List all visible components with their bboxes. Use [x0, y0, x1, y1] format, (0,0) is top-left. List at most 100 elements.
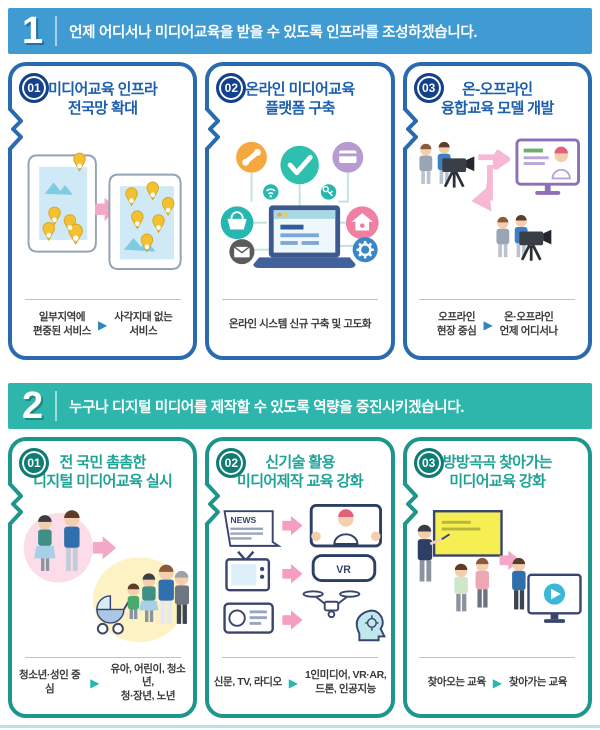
caption-arrow-icon: ▶	[90, 676, 100, 690]
section-2-cards: 01 전 국민 촘촘한 디지털 미디어교육 실시	[7, 437, 592, 718]
drone-icon	[302, 590, 361, 619]
credit-card-icon	[332, 142, 364, 174]
card-notch	[401, 106, 418, 152]
card-outreach-education: 03 방방곡곡 찾아가는 미디어교육 강화	[401, 437, 592, 718]
section-1-header: 1 언제 어디서나 미디어교육을 받을 수 있도록 인프라를 조성하겠습니다.	[8, 8, 592, 54]
young-woman-icon	[139, 573, 159, 623]
maps-illustration	[12, 118, 193, 299]
pink-circle-bg	[23, 513, 94, 583]
laptop-icon	[253, 205, 356, 269]
section-1-cards: 01 미디어교육 인프라 전국망 확대	[7, 62, 592, 360]
radio-icon	[223, 602, 275, 635]
caption-before: 신문, TV, 라디오	[213, 676, 282, 689]
monitor-icon	[515, 138, 580, 196]
card-title: 신기술 활용 미디어제작 교육 강화	[237, 454, 364, 491]
section-2-header: 2 누구나 디지털 미디어를 제작할 수 있도록 역량을 증진시키겠습니다.	[8, 383, 592, 429]
caption-divider	[222, 657, 378, 658]
footer-accent-line	[0, 725, 600, 728]
yellow-board-icon	[432, 510, 503, 558]
caption-after: 온·오프라인 언제 어디서나	[499, 311, 558, 337]
teacher-icon	[417, 525, 450, 582]
card-new-tech: 02 신기술 활용 미디어제작 교육 강화 NEWS	[204, 437, 395, 718]
card-caption: 오프라인 현장 중심 ▶ 온·오프라인 언제 어디서나	[407, 300, 588, 350]
card-badge: 02	[216, 73, 247, 103]
map-before-icon	[27, 153, 97, 253]
tablet-creator-icon	[310, 504, 383, 548]
card-badge: 01	[19, 448, 49, 478]
card-notch	[7, 106, 23, 152]
man-icon	[158, 565, 174, 625]
card-badge: 02	[216, 448, 247, 478]
caption-divider	[24, 299, 181, 300]
pink-arrow-icon	[93, 536, 117, 560]
caption-arrow-icon: ▶	[98, 318, 108, 332]
section-1: 1 언제 어디서나 미디어교육을 받을 수 있도록 인프라를 조성하겠습니다. …	[7, 8, 592, 360]
card-title: 온라인 미디어교육 플랫폼 구축	[245, 81, 355, 118]
card-caption: 찾아오는 교육 ▶ 찾아가는 교육	[407, 658, 588, 708]
video-screen-icon	[526, 573, 582, 624]
key-icon	[321, 184, 337, 201]
media-tech-illustration: NEWS	[209, 491, 390, 657]
map-after-icon	[108, 174, 182, 271]
stroller-icon	[96, 595, 131, 635]
caption-before: 일부지역에 편중된 서비스	[32, 311, 92, 337]
caption-arrow-icon: ▶	[483, 318, 493, 332]
section-2: 2 누구나 디지털 미디어를 제작할 수 있도록 역량을 증진시키겠습니다. 0…	[7, 383, 592, 718]
svg-text:VR: VR	[337, 564, 352, 576]
card-notch	[7, 481, 23, 527]
section-1-number: 1	[22, 10, 44, 52]
basket-icon	[221, 206, 254, 240]
section-2-headline: 누구나 디지털 미디어를 제작할 수 있도록 역량을 증진시키겠습니다.	[69, 399, 465, 416]
card-title: 방방곡곡 찾아가는 미디어교육 강화	[442, 454, 553, 491]
card-caption: 일부지역에 편중된 서비스 ▶ 사각지대 없는 서비스	[12, 300, 193, 350]
students-icon	[453, 558, 489, 612]
header-divider	[55, 391, 58, 421]
outreach-illustration	[407, 491, 588, 657]
newspaper-icon: NEWS	[223, 510, 282, 548]
caption-divider	[222, 299, 378, 300]
check-icon	[280, 146, 320, 185]
gear-icon	[352, 237, 378, 263]
caption-after: 찾아가는 교육	[508, 676, 568, 689]
platform-illustration	[209, 118, 390, 299]
caption-after: 사각지대 없는 서비스	[114, 311, 173, 337]
pink-arrow-icon	[94, 198, 119, 222]
caption-before: 청소년·성인 중심	[19, 669, 81, 695]
card-infra-network: 01 미디어교육 인프라 전국망 확대	[7, 62, 198, 360]
card-badge: 03	[413, 73, 444, 103]
svg-text:NEWS: NEWS	[231, 515, 257, 525]
arrow-down	[471, 165, 493, 212]
card-notch	[204, 481, 221, 527]
card-badge: 03	[413, 448, 444, 478]
caption-divider	[419, 657, 576, 658]
pink-arrows	[282, 516, 303, 631]
header-divider	[55, 16, 58, 46]
mail-icon	[229, 239, 255, 265]
caption-center: 온라인 시스템 신규 구축 및 고도화	[228, 318, 372, 331]
card-caption: 온라인 시스템 신규 구축 및 고도화	[209, 300, 390, 350]
card-caption: 청소년·성인 중심 ▶ 유아, 어린이, 청소년, 청·장년, 노년	[12, 658, 193, 708]
older-man-icon	[174, 571, 190, 625]
card-title: 온-오프라인 융합교육 모델 개발	[440, 81, 554, 118]
phone-icon	[236, 142, 268, 174]
card-online-platform: 02 온라인 미디어교육 플랫폼 구축	[204, 62, 395, 360]
play-icon	[550, 589, 561, 600]
child-icon	[127, 583, 140, 620]
caption-arrow-icon: ▶	[492, 676, 502, 690]
section-1-headline: 언제 어디서나 미디어교육을 받을 수 있도록 인프라를 조성하겠습니다.	[69, 24, 478, 41]
caption-after: 1인미디어, VR·AR, 드론, 인공지능	[304, 669, 387, 695]
caption-divider	[24, 657, 181, 658]
adults-pair-icon	[34, 510, 80, 572]
card-caption: 신문, TV, 라디오 ▶ 1인미디어, VR·AR, 드론, 인공지능	[209, 658, 390, 708]
caption-arrow-icon: ▶	[288, 676, 298, 690]
card-notch	[204, 106, 221, 152]
house-icon	[346, 206, 379, 240]
vr-headset-icon: VR	[312, 554, 377, 583]
caption-before: 찾아오는 교육	[427, 676, 486, 689]
caption-after: 유아, 어린이, 청소년, 청·장년, 노년	[110, 662, 186, 702]
card-title: 전 국민 촘촘한 디지털 미디어교육 실시	[33, 454, 173, 491]
all-ages-illustration	[12, 491, 193, 657]
section-2-number: 2	[22, 385, 44, 427]
card-badge: 01	[19, 73, 49, 103]
